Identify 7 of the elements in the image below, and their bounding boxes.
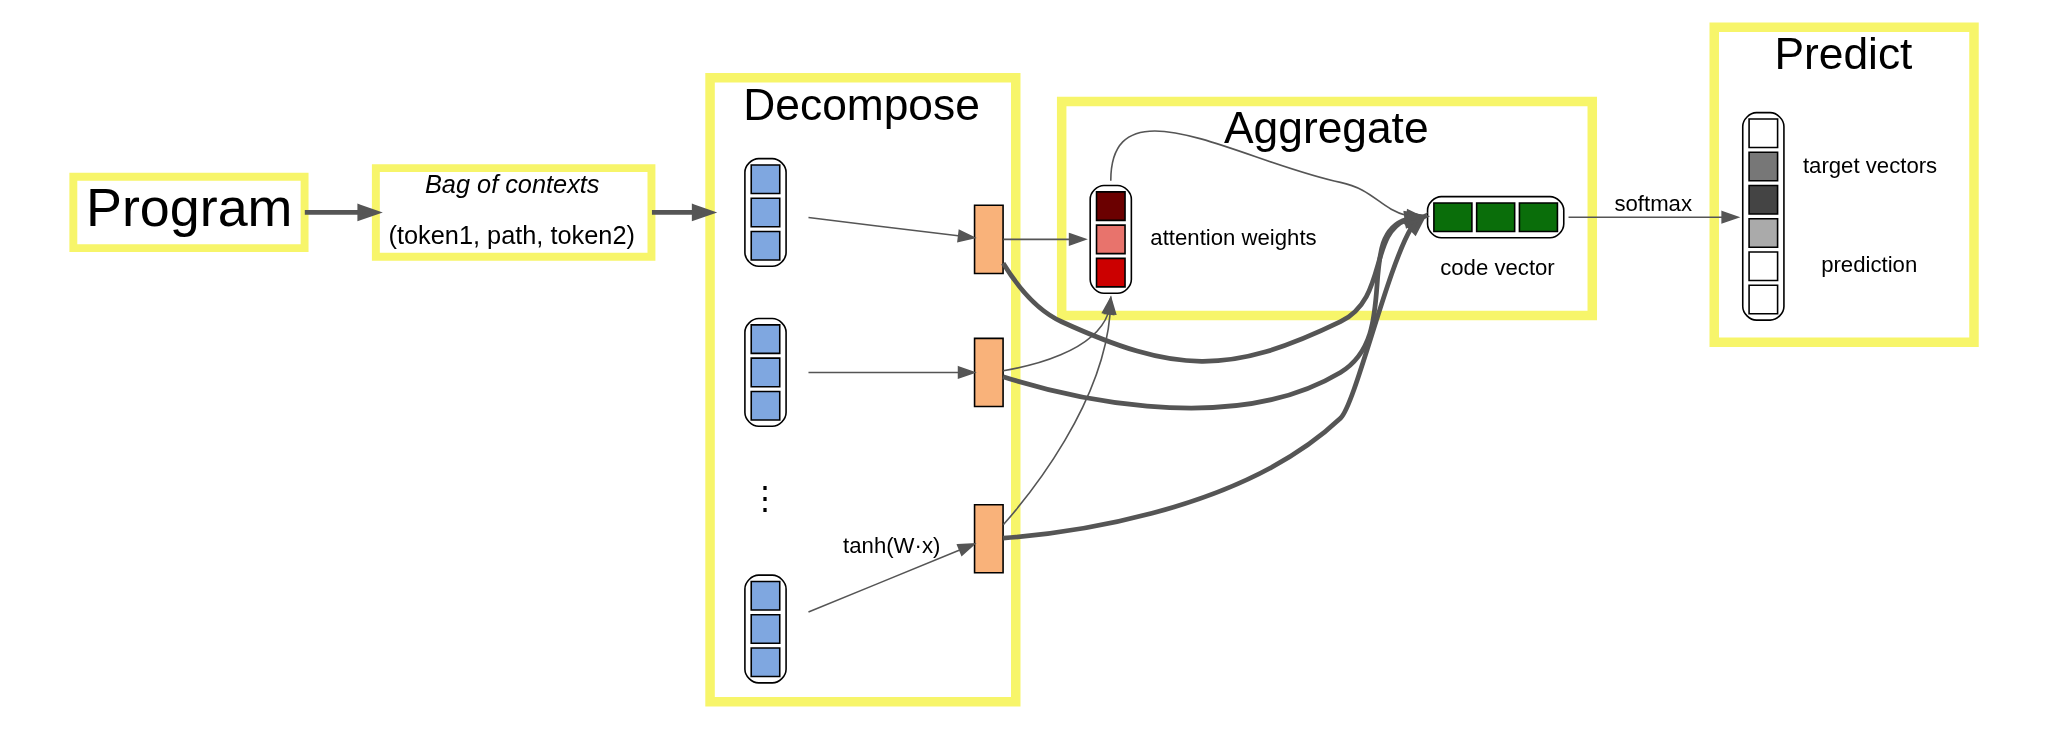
node-label: target vectors	[1802, 153, 1938, 179]
edge-label: tanh(W·x)	[843, 533, 941, 559]
edge-label: softmax	[1614, 191, 1693, 217]
node-label: attention weights	[1150, 225, 1317, 251]
label: ⋮	[748, 479, 781, 516]
node-label: prediction	[1821, 252, 1918, 278]
node-label: code vector	[1440, 254, 1555, 280]
